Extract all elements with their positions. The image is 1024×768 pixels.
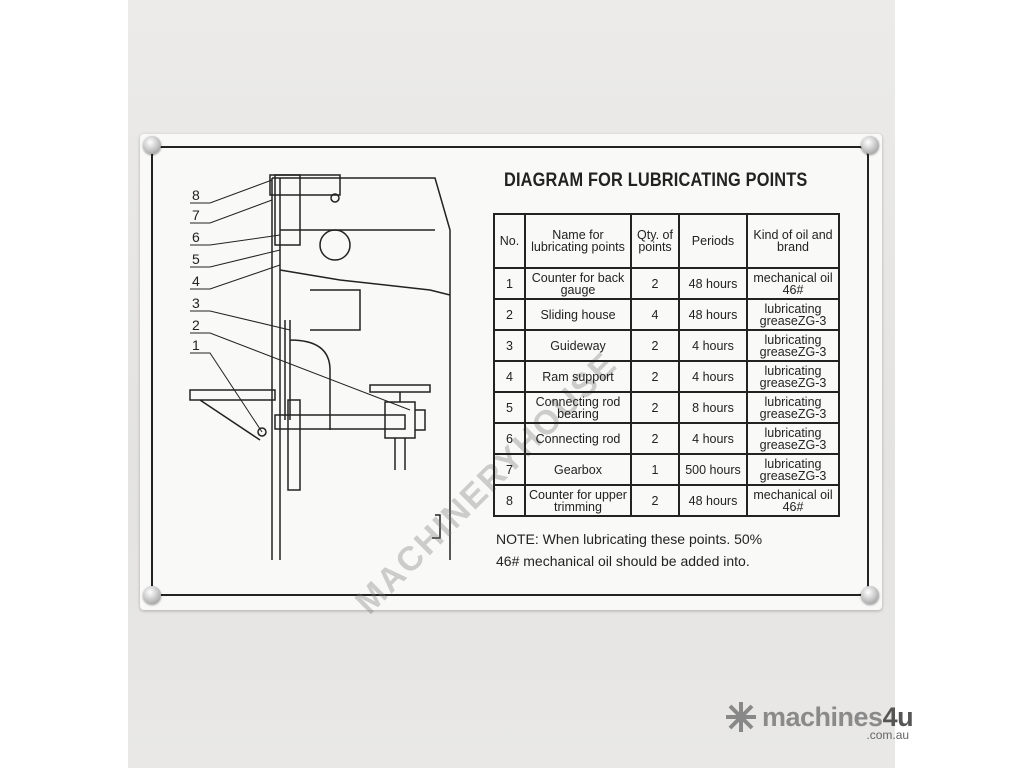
cell-no: 3: [493, 329, 526, 362]
leader-line: [190, 249, 281, 268]
cell-name: Connecting rod bearing: [524, 391, 632, 424]
leader-line: [190, 332, 411, 411]
cell-oil: lubricating greaseZG-3: [746, 453, 840, 486]
cell-no: 2: [493, 298, 526, 331]
cell-name: Counter for upper trimming: [524, 484, 632, 517]
cell-period: 8 hours: [678, 391, 748, 424]
cell-name: Connecting rod: [524, 422, 632, 455]
leader-line: [190, 352, 263, 433]
leader-line: [190, 179, 273, 204]
cell-period: 500 hours: [678, 453, 748, 486]
diagram-label: 5: [192, 251, 200, 267]
diagram-label: 6: [192, 229, 200, 245]
cell-period: 4 hours: [678, 329, 748, 362]
machines4u-logo: machines4u .com.au: [724, 700, 914, 742]
diagram-label: 1: [192, 337, 200, 353]
screw-icon: [143, 586, 161, 604]
header-qty: Qty. of points: [630, 213, 680, 269]
screw-icon: [861, 136, 879, 154]
cell-qty: 2: [630, 360, 680, 393]
cell-oil: lubricating greaseZG-3: [746, 298, 840, 331]
logo-text: machines4u: [762, 701, 914, 733]
cell-no: 1: [493, 267, 526, 300]
cell-qty: 2: [630, 267, 680, 300]
cell-period: 48 hours: [678, 298, 748, 331]
cell-oil: lubricating greaseZG-3: [746, 422, 840, 455]
note-line: 46# mechanical oil should be added into.: [496, 553, 750, 569]
cell-oil: lubricating greaseZG-3: [746, 329, 840, 362]
leader-line: [190, 199, 273, 224]
cell-qty: 1: [630, 453, 680, 486]
cell-qty: 4: [630, 298, 680, 331]
cell-oil: mechanical oil 46#: [746, 484, 840, 517]
diagram-label: 3: [192, 295, 200, 311]
lubrication-table: No. Name for lubricating points Qty. of …: [493, 213, 840, 517]
cell-name: Sliding house: [524, 298, 632, 331]
diagram-label: 2: [192, 317, 200, 333]
cell-no: 5: [493, 391, 526, 424]
cell-no: 8: [493, 484, 526, 517]
note: NOTE: When lubricating these points. 50%…: [496, 528, 762, 572]
cell-oil: lubricating greaseZG-3: [746, 360, 840, 393]
cell-name: Gearbox: [524, 453, 632, 486]
leader-line: [190, 234, 281, 246]
leader-line: [190, 310, 291, 331]
cell-qty: 2: [630, 422, 680, 455]
cell-no: 6: [493, 422, 526, 455]
screw-icon: [143, 136, 161, 154]
header-no: No.: [493, 213, 526, 269]
logo-name: machines: [762, 701, 883, 732]
cell-period: 4 hours: [678, 360, 748, 393]
note-line: NOTE: When lubricating these points. 50%: [496, 531, 763, 547]
cell-qty: 2: [630, 484, 680, 517]
cell-period: 48 hours: [678, 267, 748, 300]
cell-oil: lubricating greaseZG-3: [746, 391, 840, 424]
cell-name: Guideway: [524, 329, 632, 362]
header-name: Name for lubricating points: [524, 213, 632, 269]
cell-period: 4 hours: [678, 422, 748, 455]
diagram-label: 8: [192, 187, 200, 203]
machine-diagram: 8 7 6 5 4 3 2 1: [189, 174, 451, 560]
cell-qty: 2: [630, 391, 680, 424]
screw-icon: [861, 586, 879, 604]
cell-no: 4: [493, 360, 526, 393]
cell-name: Ram support: [524, 360, 632, 393]
cell-oil: mechanical oil 46#: [746, 267, 840, 300]
header-oil: Kind of oil and brand: [746, 213, 840, 269]
diagram-label: 7: [192, 207, 200, 223]
plate-border: [151, 146, 869, 596]
asterisk-logo-icon: [726, 702, 756, 732]
cell-period: 48 hours: [678, 484, 748, 517]
leader-line: [190, 264, 281, 290]
plate-title: DIAGRAM FOR LUBRICATING POINTS: [504, 170, 808, 191]
cell-qty: 2: [630, 329, 680, 362]
logo-4u: 4u: [882, 701, 914, 732]
header-periods: Periods: [678, 213, 748, 269]
logo-domain: .com.au: [866, 728, 910, 742]
diagram-label: 4: [192, 273, 200, 289]
cell-name: Counter for back gauge: [524, 267, 632, 300]
cell-no: 7: [493, 453, 526, 486]
